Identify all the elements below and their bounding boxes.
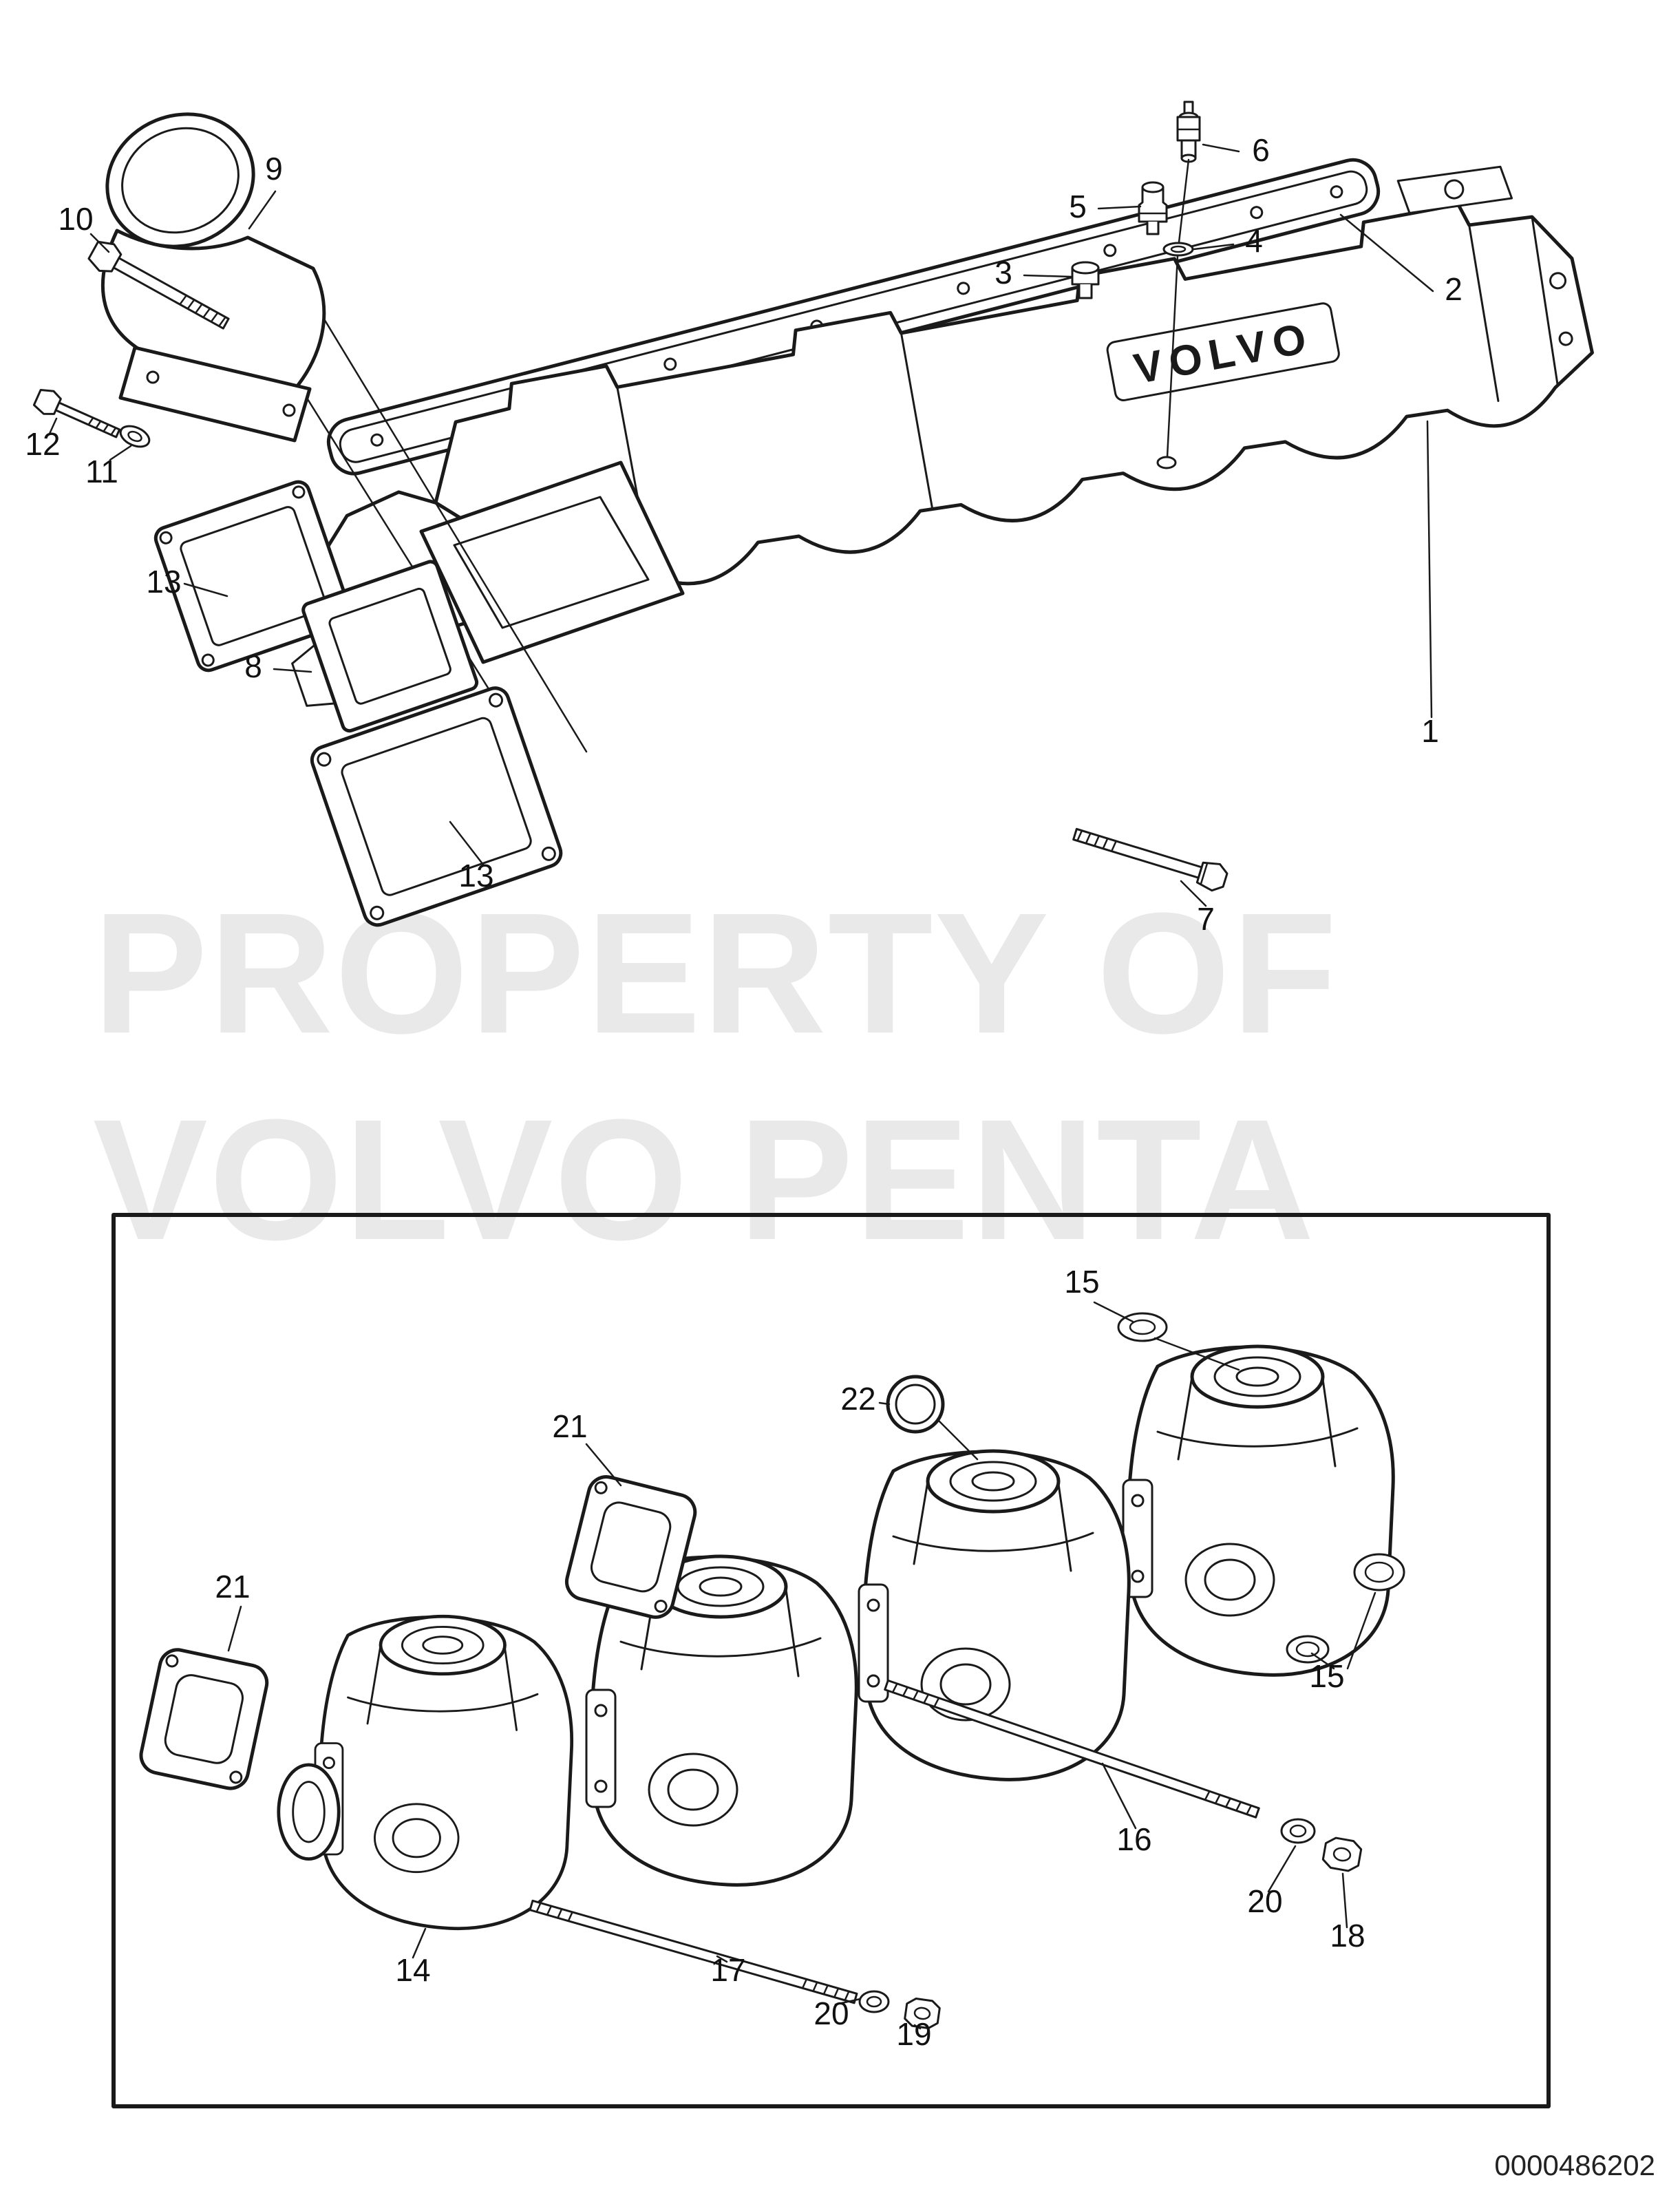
part-bolt [32, 388, 121, 438]
callout-3: 3 [995, 255, 1012, 290]
callout-13-a: 13 [146, 564, 181, 600]
part-nipple [1138, 181, 1168, 235]
inset-box-border [111, 1213, 1551, 2108]
callout-15-a: 15 [1064, 1264, 1099, 1300]
part-sealing-cap-b [1353, 1553, 1405, 1591]
part-washer-left [858, 1990, 890, 2013]
callout-10: 10 [58, 201, 93, 237]
watermark-line-2: VOLVO PENTA [93, 1083, 1316, 1275]
callout-4: 4 [1245, 223, 1263, 259]
callout-13-b: 13 [458, 858, 493, 893]
part-square-gasket-upper [153, 480, 353, 673]
part-stud-long [884, 1679, 1260, 1819]
o-ring-axis [936, 1418, 979, 1461]
callout-5: 5 [1069, 189, 1087, 224]
callout-7: 7 [1197, 901, 1215, 937]
callout-21-a: 21 [552, 1408, 587, 1444]
callout-12: 12 [25, 426, 60, 462]
callout-8: 8 [244, 648, 262, 684]
part-sensor [1176, 100, 1201, 163]
callout-20-a: 20 [1247, 1883, 1282, 1919]
callout-18: 18 [1330, 1918, 1365, 1954]
manifold-port-hole [1156, 456, 1177, 469]
part-square-gasket-lower [310, 686, 563, 927]
callout-17: 17 [710, 1952, 745, 1988]
leader-lines [48, 143, 1434, 2030]
callouts: 10 9 6 5 3 4 2 12 11 13 8 1 13 7 15 22 2… [25, 132, 1462, 2052]
callout-22: 22 [840, 1381, 875, 1417]
part-stud-bolt [87, 240, 230, 330]
part-stud [529, 1899, 858, 2004]
part-exhaust-gasket-b [139, 1648, 269, 1790]
callout-6: 6 [1252, 132, 1270, 168]
callout-2: 2 [1445, 271, 1463, 307]
part-exhaust-gasket-a [564, 1475, 697, 1619]
callout-11: 11 [85, 454, 118, 489]
part-manifold-section-4 [1123, 1346, 1393, 1675]
callout-14: 14 [395, 1952, 430, 1988]
callout-16: 16 [1116, 1821, 1151, 1857]
part-sealing-washer [1162, 242, 1194, 257]
part-adapter-block [291, 560, 479, 733]
part-washer [119, 425, 151, 448]
part-nut-18 [1321, 1836, 1363, 1872]
callout-21-b: 21 [215, 1569, 250, 1605]
part-manifold-front-section [277, 1616, 572, 1928]
part-washer-right [1280, 1818, 1316, 1844]
intake-manifold-diagram: VOLVO [32, 100, 1594, 927]
part-inlet-flange [419, 460, 685, 664]
document-number: 0000486202 [1494, 2149, 1655, 2181]
part-o-ring [886, 1375, 945, 1434]
cap-axis [1153, 1337, 1240, 1371]
part-plug [1071, 261, 1100, 299]
part-flange-bolt [1072, 827, 1229, 892]
part-nut-19 [904, 1998, 941, 2029]
callout-19: 19 [896, 2016, 931, 2052]
part-sealing-cap-c [1286, 1635, 1330, 1664]
watermark-line-1: PROPERTY OF [93, 877, 1338, 1069]
callout-9: 9 [265, 151, 283, 187]
callout-15-b: 15 [1309, 1658, 1344, 1694]
callout-20-b: 20 [814, 1995, 849, 2031]
part-manifold-section-3 [859, 1451, 1129, 1779]
callout-1: 1 [1421, 713, 1439, 749]
assembly-axis [1166, 158, 1190, 458]
exhaust-manifold-diagram [139, 1312, 1405, 2029]
